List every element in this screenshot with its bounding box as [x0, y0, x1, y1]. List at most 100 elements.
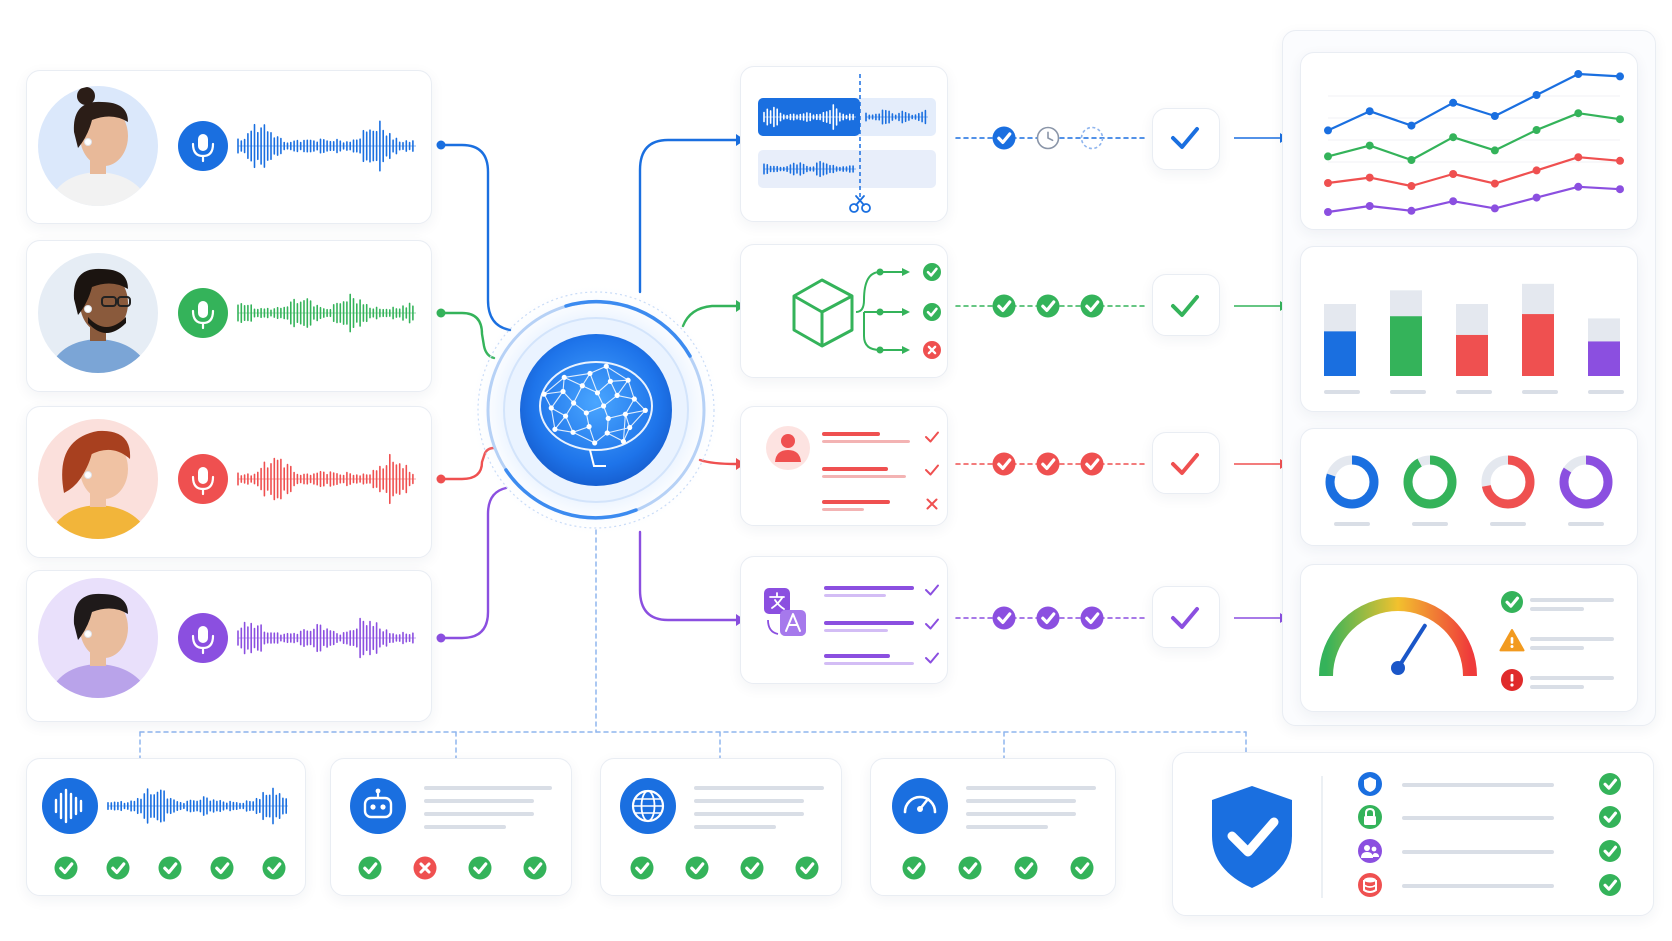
check-circle: [106, 856, 130, 880]
check-mark: [363, 862, 378, 874]
track-waveform: [763, 160, 856, 178]
result-check-speaker-profile[interactable]: [1171, 453, 1199, 475]
check-mark: [997, 612, 1012, 624]
result-checkbox-2[interactable]: [1152, 274, 1220, 336]
check-mark: [163, 862, 178, 874]
result-checkbox-3[interactable]: [1152, 432, 1220, 494]
donut-charts[interactable]: [1325, 455, 1613, 526]
waveform-bars: [107, 787, 287, 825]
check-mark: [215, 862, 230, 874]
connector-endpoint: [436, 633, 446, 643]
check-icon: [1501, 591, 1523, 613]
neural-brain-icon: [539, 361, 653, 467]
clock-icon: [1036, 126, 1060, 150]
avatar-hair: [73, 101, 128, 148]
profile-card[interactable]: [740, 406, 948, 526]
check-mark: [1603, 811, 1618, 823]
gauge-chart[interactable]: [1319, 591, 1525, 691]
scissors-ring: [849, 203, 859, 213]
entity-card[interactable]: [740, 244, 948, 378]
skeleton-line: [694, 786, 824, 790]
robot-eye: [370, 804, 376, 810]
result-check-entity-extraction[interactable]: [1171, 295, 1199, 317]
branch-node: [876, 346, 884, 354]
mic-body: [198, 467, 208, 484]
brain-node: [620, 438, 627, 445]
speaker-row-2[interactable]: [38, 253, 416, 383]
profile-stage[interactable]: [766, 426, 939, 511]
check-tick: [925, 464, 939, 476]
microphone-button[interactable]: [178, 613, 228, 663]
cube-edges: [793, 294, 853, 346]
bar-chart[interactable]: [1324, 283, 1624, 394]
segmentation-stage[interactable]: [758, 74, 936, 213]
feature-icon-bg: [350, 778, 406, 834]
segmentation-card[interactable]: [740, 66, 948, 222]
skeleton-line: [966, 812, 1076, 816]
brain-node: [541, 391, 547, 397]
donut-chart-card[interactable]: [1300, 428, 1638, 546]
microphone-button[interactable]: [178, 454, 228, 504]
feature-performance[interactable]: [892, 778, 1094, 880]
feature-multilingual[interactable]: [620, 778, 819, 880]
translation-stage[interactable]: [764, 584, 939, 666]
result-checkbox-1[interactable]: [1152, 108, 1220, 170]
series-point: [1574, 153, 1583, 162]
gauge-arc: [1319, 597, 1477, 677]
line-chart[interactable]: [1324, 70, 1624, 216]
check-icon: [158, 856, 182, 880]
translation-subline: [824, 662, 914, 665]
entity-stage[interactable]: [792, 263, 941, 359]
ai-hub[interactable]: [468, 282, 724, 538]
series-point: [1490, 179, 1499, 188]
warning-dot: [1510, 645, 1514, 648]
check-circle: [1080, 452, 1104, 476]
clock-hands: [1047, 131, 1054, 142]
check-mark: [267, 862, 282, 874]
branch-arrow: [902, 268, 910, 276]
scissors-blades: [855, 195, 865, 206]
feature-speech-to-text[interactable]: [42, 778, 288, 880]
bar-label-placeholder: [1522, 390, 1558, 394]
microphone-button[interactable]: [178, 121, 228, 171]
result-check-audio-segmentation[interactable]: [1171, 127, 1199, 149]
feature-ai-assistant[interactable]: [350, 778, 547, 880]
speaker-row-1[interactable]: [38, 86, 416, 216]
database-body: [1363, 880, 1377, 893]
speaker-row-3[interactable]: [38, 419, 416, 549]
donut-label-placeholder: [1490, 522, 1526, 526]
avatar: [38, 578, 158, 698]
check-mark: [997, 458, 1012, 470]
donut-label-placeholder: [1334, 522, 1370, 526]
series-point: [1574, 182, 1583, 191]
donut-value: [1403, 455, 1457, 509]
series-point: [1407, 156, 1416, 164]
microphone-button[interactable]: [178, 288, 228, 338]
skeleton-line: [1530, 598, 1614, 602]
check-mark: [1041, 458, 1056, 470]
speaker-row-4[interactable]: [38, 578, 416, 708]
series-point: [1324, 126, 1332, 135]
waveform-bars: [237, 120, 414, 172]
result-check-translation[interactable]: [1171, 607, 1199, 629]
series-point: [1532, 166, 1541, 175]
brain-node: [579, 383, 585, 389]
profile-subline: [822, 508, 864, 511]
brain-node: [587, 370, 593, 377]
person-head: [781, 434, 795, 448]
check-mark: [997, 300, 1012, 312]
result-checkbox-4[interactable]: [1152, 586, 1220, 648]
brain-node: [642, 407, 648, 413]
check-tick: [925, 652, 939, 664]
shield-icon: [1358, 772, 1382, 796]
series-point: [1324, 208, 1332, 216]
check-tick: [925, 618, 939, 630]
line-chart-card[interactable]: [1300, 52, 1638, 230]
person-icon: [775, 434, 801, 462]
skeleton-line: [966, 786, 1096, 790]
brain-edges: [543, 365, 646, 444]
check-mark: [59, 862, 74, 874]
series-point: [1365, 202, 1374, 210]
security-panel[interactable]: [1212, 772, 1621, 898]
check-icon: [54, 856, 78, 880]
